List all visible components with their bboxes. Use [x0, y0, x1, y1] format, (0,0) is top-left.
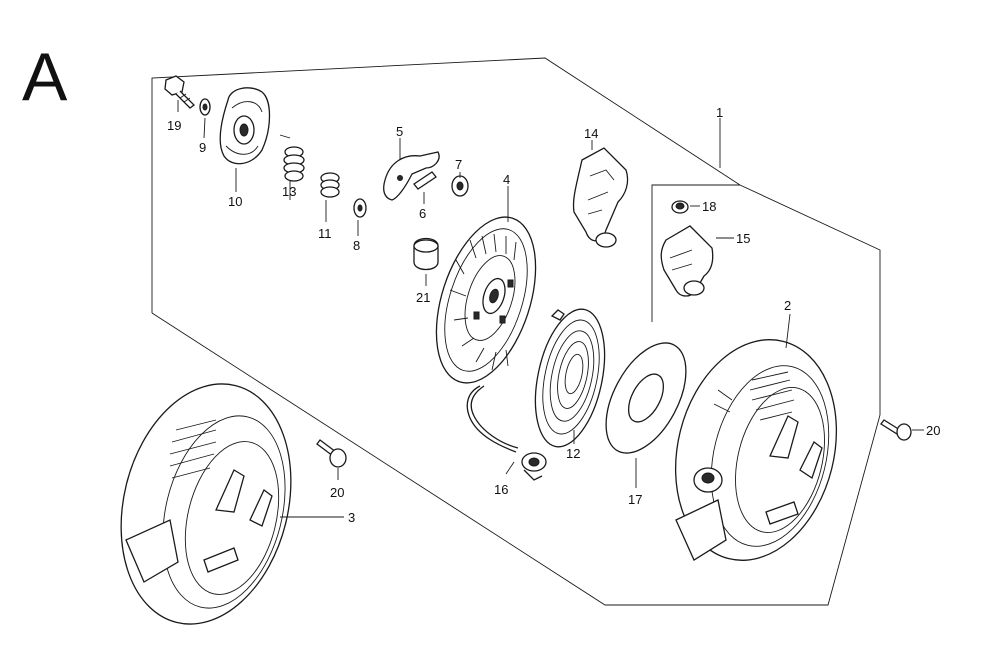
callout-2: 2	[784, 298, 791, 313]
fan-cover-3	[120, 383, 292, 625]
callout-6: 6	[419, 206, 426, 221]
reel-4	[435, 216, 537, 384]
callout-19: 19	[167, 118, 181, 133]
starter-rope-16	[466, 385, 547, 481]
starter-grip-14	[572, 147, 629, 248]
callout-16: 16	[494, 482, 508, 497]
callout-1: 1	[716, 105, 723, 120]
friction-plate-10	[219, 87, 271, 165]
callout-21: 21	[416, 290, 430, 305]
section-letter: A	[22, 39, 68, 115]
callout-8: 8	[353, 238, 360, 253]
callout-labels: 1 2 3 4 5 6 7 8 9 10 11 12 13 14 15 16 1…	[167, 105, 940, 525]
bolt-20-right	[880, 419, 912, 441]
knot-18	[671, 200, 689, 214]
subassembly-bracket	[651, 184, 740, 322]
callout-17: 17	[628, 492, 642, 507]
callout-11: 11	[318, 226, 332, 241]
callout-12: 12	[566, 446, 580, 461]
callout-5: 5	[396, 124, 403, 139]
callout-3: 3	[348, 510, 355, 525]
callout-4: 4	[503, 172, 510, 187]
leader-lines	[177, 100, 924, 518]
bolt-19	[164, 75, 195, 109]
callout-9: 9	[199, 140, 206, 155]
callout-10: 10	[228, 194, 242, 209]
spring-11	[320, 172, 340, 198]
pin-6	[413, 171, 437, 190]
ratchet-5	[383, 151, 440, 201]
callout-14: 14	[584, 126, 598, 141]
spring-cover-17	[605, 342, 687, 454]
washer-8	[353, 198, 367, 218]
callout-13: 13	[282, 184, 296, 199]
callout-15: 15	[736, 231, 750, 246]
starter-grip-15	[660, 225, 714, 297]
callout-20-right: 20	[926, 423, 940, 438]
bolt-20-left	[316, 439, 347, 468]
collar-21	[413, 237, 439, 271]
recoil-spring-12	[534, 308, 606, 448]
callout-7: 7	[455, 157, 462, 172]
callout-18: 18	[702, 199, 716, 214]
bushing-7	[451, 175, 469, 197]
callout-20-left: 20	[330, 485, 344, 500]
spring-13	[279, 134, 305, 182]
washer-9	[199, 98, 211, 116]
fan-cover-2	[674, 339, 838, 561]
assembly-outline	[151, 57, 881, 606]
